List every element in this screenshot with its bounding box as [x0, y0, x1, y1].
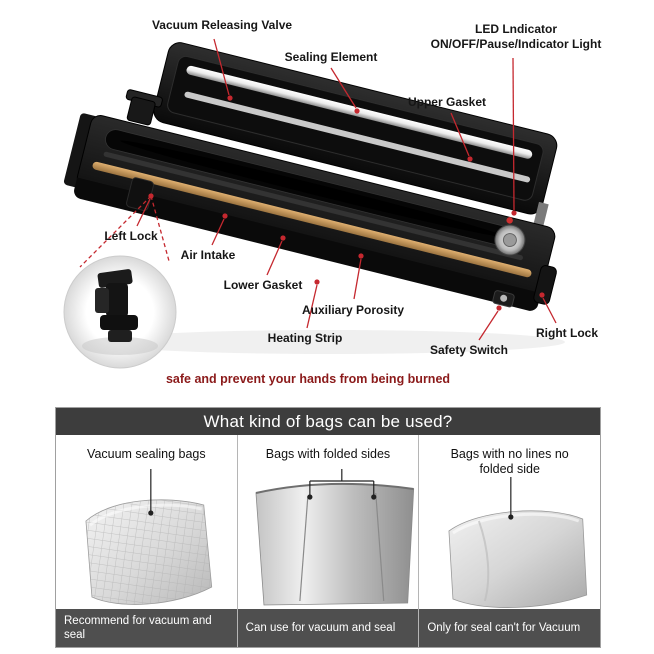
heating-strip-bar	[92, 161, 532, 278]
bag-usage-caption: Only for seal can't for Vacuum	[419, 609, 601, 647]
vacuum-sealer-body	[63, 42, 558, 311]
safety-warning-text: safe and prevent your hands from being b…	[165, 372, 451, 386]
label-air-intake: Air Intake	[180, 248, 236, 262]
bag-type-label: Vacuum sealing bags	[87, 447, 206, 461]
sealer-base	[63, 113, 557, 311]
bag-type-label: Bags with folded sides	[265, 447, 391, 461]
folded-sides-bag-image	[255, 469, 414, 606]
label-safety-switch: Safety Switch	[429, 343, 509, 357]
left-lock-zoom-inset	[63, 255, 177, 369]
label-heating-strip: Heating Strip	[267, 331, 343, 345]
label-vacuum-releasing-valve: Vacuum Releasing Valve	[151, 18, 293, 32]
upper-gasket-strip	[184, 91, 531, 183]
bag-column-vacuum-sealing: Vacuum sealing bags	[56, 435, 238, 647]
bags-info-panel: What kind of bags can be used? Vacuum se…	[55, 407, 601, 648]
label-auxiliary-porosity: Auxiliary Porosity	[301, 303, 405, 317]
label-sealing-element: Sealing Element	[284, 50, 378, 64]
bag-column-folded-sides: Bags with folded sides	[237, 435, 420, 647]
lower-gasket-strip	[103, 151, 523, 261]
vacuum-sealing-bag-image	[85, 469, 213, 605]
shadow	[95, 330, 565, 354]
label-right-lock: Right Lock	[536, 326, 598, 340]
label-led-indicator-line1: LED Lndicator	[474, 22, 557, 36]
sealing-element-bar	[186, 65, 533, 159]
bags-columns: Vacuum sealing bags	[56, 435, 601, 647]
bag-usage-caption: Can use for vacuum and seal	[237, 609, 419, 647]
bag-column-no-lines: Bags with no lines no folded side Only f…	[419, 435, 601, 647]
sealer-lid	[153, 42, 558, 234]
bag-usage-caption: Recommend for vacuum and seal	[56, 609, 237, 647]
annotated-product-diagram: Vacuum Releasing Valve Sealing Element L…	[63, 18, 602, 386]
plain-bag-image	[448, 477, 588, 608]
label-led-indicator: LED Lndicator ON/OFF/Pause/Indicator Lig…	[431, 22, 602, 52]
label-upper-gasket: Upper Gasket	[407, 95, 487, 109]
vacuum-sealer-illustration	[63, 38, 565, 369]
leader-lines	[79, 38, 557, 341]
bag-type-label: Bags with no lines no folded side	[450, 447, 569, 476]
label-left-lock: Left Lock	[104, 229, 158, 243]
bags-panel-title: What kind of bags can be used?	[56, 408, 600, 435]
label-lower-gasket: Lower Gasket	[223, 278, 303, 292]
label-led-indicator-line2: ON/OFF/Pause/Indicator Light	[430, 37, 602, 51]
led-indicator-light	[506, 217, 513, 224]
leader-dots	[148, 95, 545, 311]
left-lock-part	[125, 89, 163, 126]
